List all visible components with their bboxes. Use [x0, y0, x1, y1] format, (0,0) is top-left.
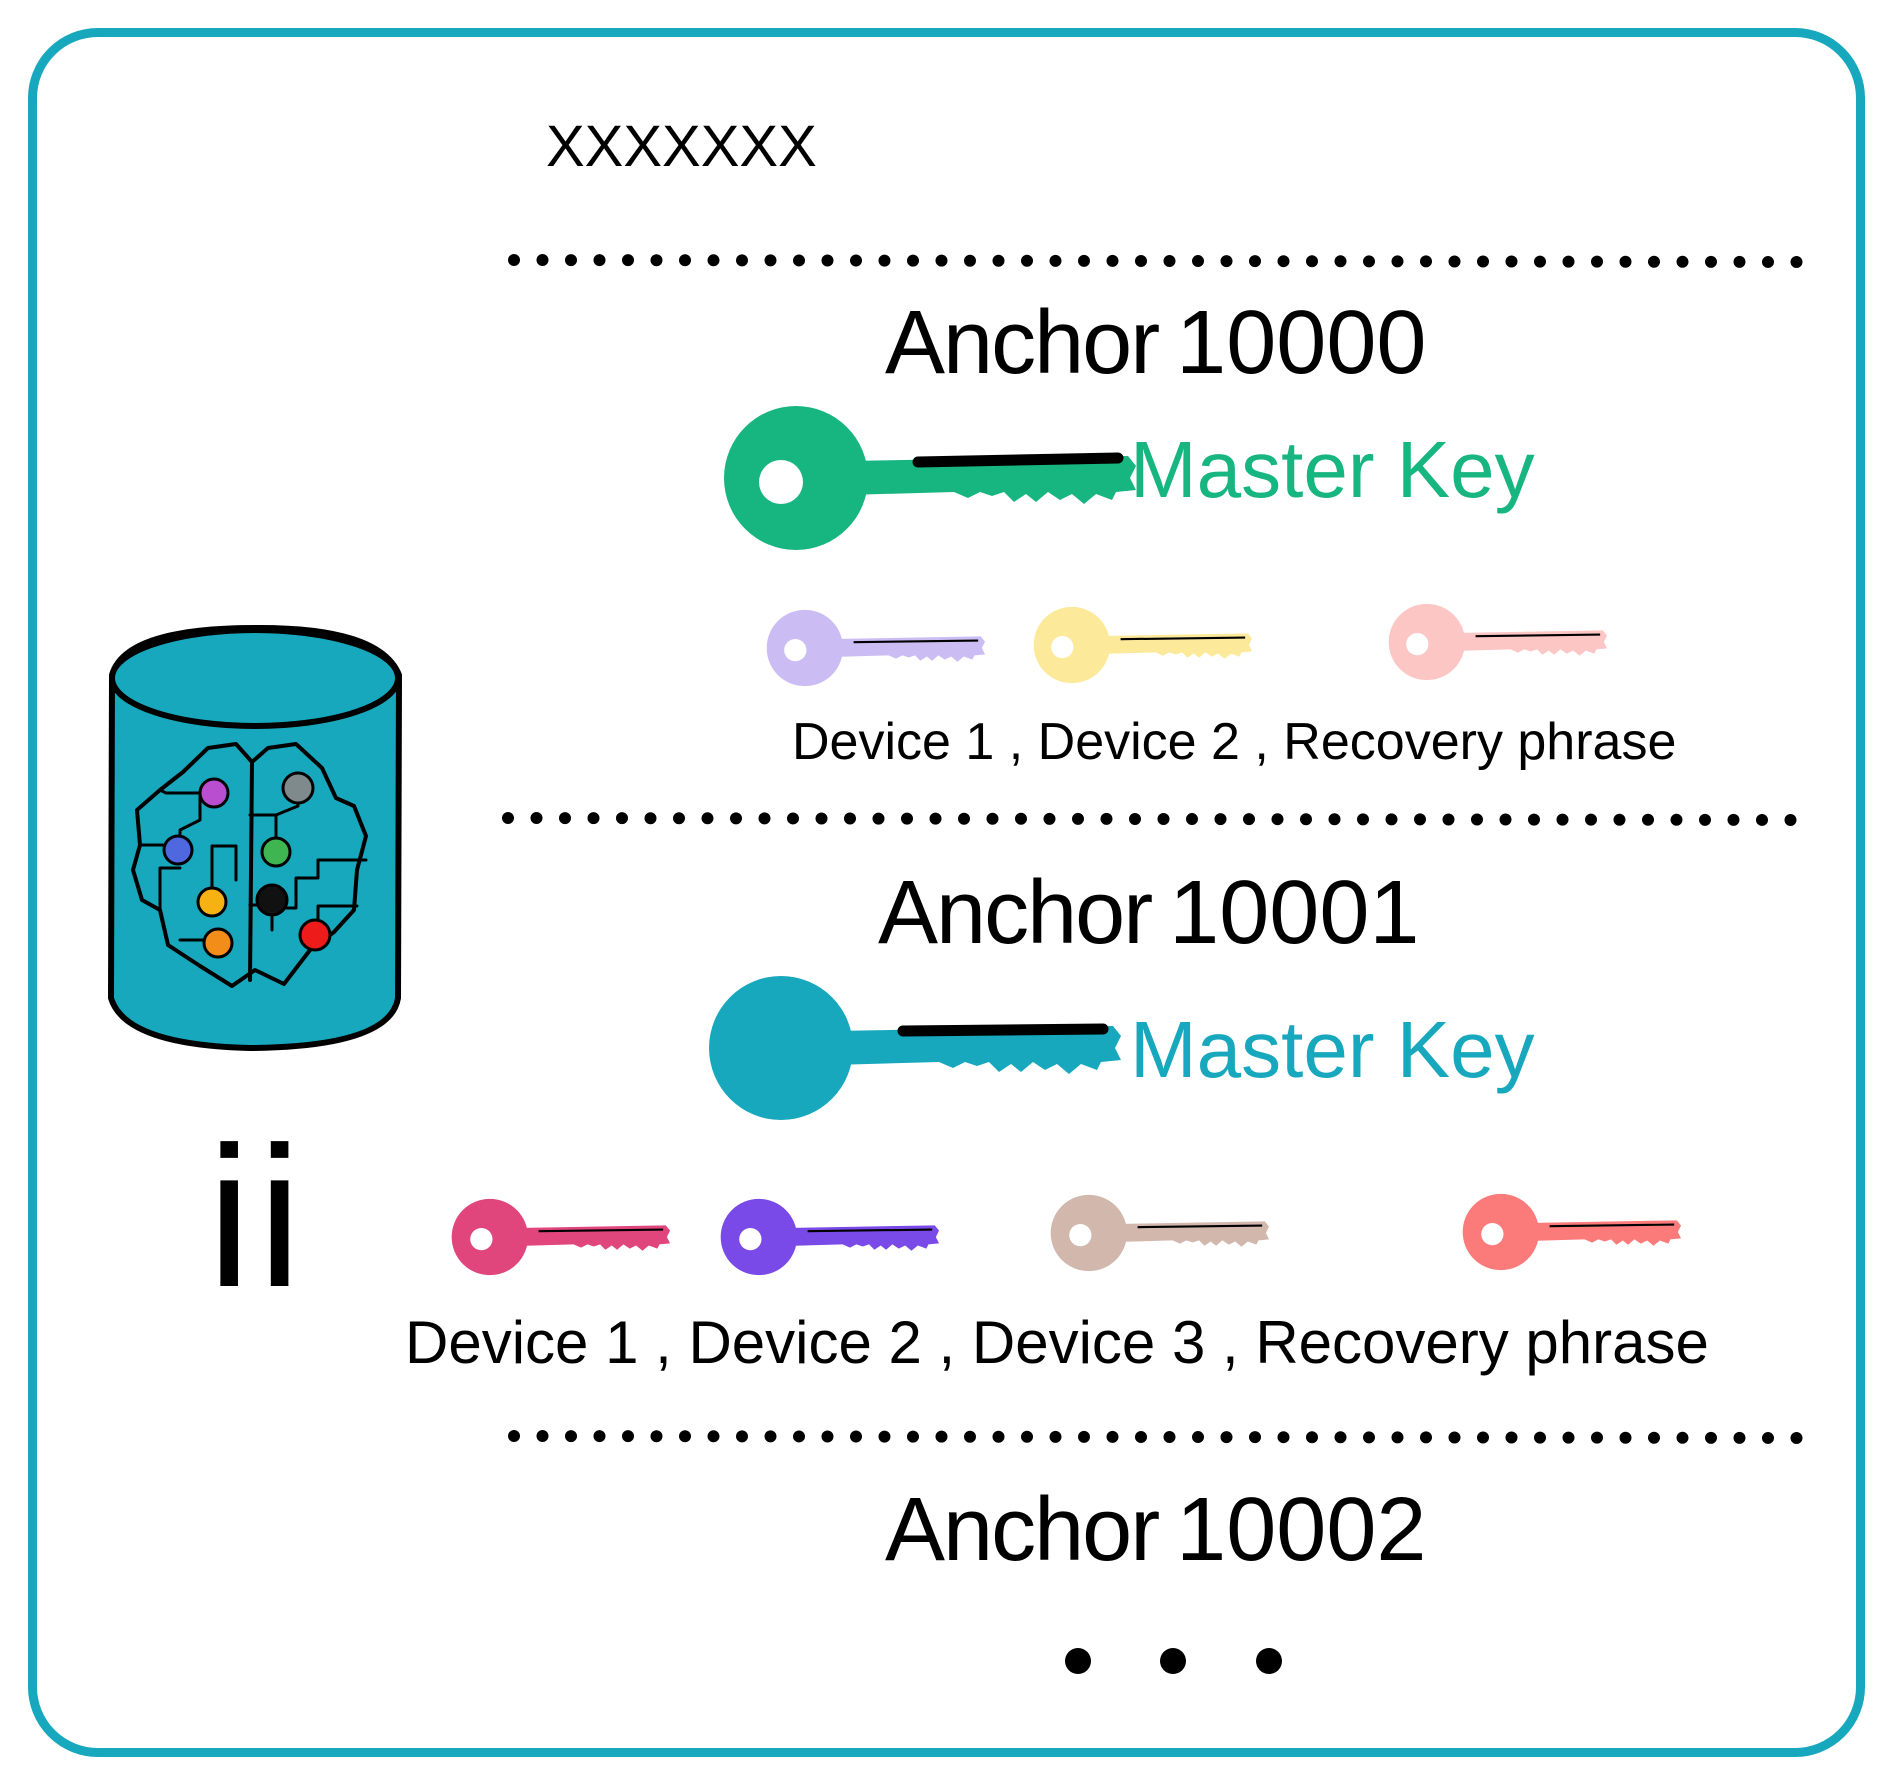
- anchor-number: 10002: [1176, 1480, 1427, 1580]
- master-key-label-10001: Master Key: [1130, 1005, 1535, 1094]
- device-key-icon-10001-3: [1050, 1194, 1270, 1272]
- diagram-frame: [28, 28, 1865, 1757]
- anchor-number: 10001: [1169, 863, 1420, 963]
- anchor-word: Anchor: [878, 863, 1153, 963]
- anchor-number: 10000: [1176, 293, 1427, 393]
- ellipsis-icon: [1065, 1648, 1282, 1674]
- brain-database-icon: [108, 624, 402, 1051]
- device-key-icon-10001-1: [451, 1198, 671, 1276]
- separator-2: [502, 812, 1806, 826]
- recovery-key-icon-10000: [1388, 603, 1608, 681]
- header-label: XXXXXXX: [546, 114, 817, 179]
- side-label: ii: [207, 1106, 308, 1329]
- device-key-icon-10000-2: [1033, 606, 1253, 684]
- anchor-word: Anchor: [885, 1480, 1160, 1580]
- master-key-icon-10001: [709, 976, 1121, 1120]
- device-list-10000: Device 1 , Device 2 , Recovery phrase: [792, 713, 1677, 771]
- separator-3: [508, 1430, 1812, 1444]
- device-key-icon-10000-1: [766, 609, 986, 687]
- anchor-word: Anchor: [885, 293, 1160, 393]
- separator-1: [508, 254, 1812, 268]
- master-key-icon-10000: [724, 406, 1136, 550]
- master-key-label-10000: Master Key: [1130, 425, 1535, 514]
- device-list-10001: Device 1 , Device 2 , Device 3 , Recover…: [405, 1309, 1709, 1376]
- recovery-key-icon-10001: [1462, 1193, 1682, 1271]
- device-key-icon-10001-2: [720, 1198, 940, 1276]
